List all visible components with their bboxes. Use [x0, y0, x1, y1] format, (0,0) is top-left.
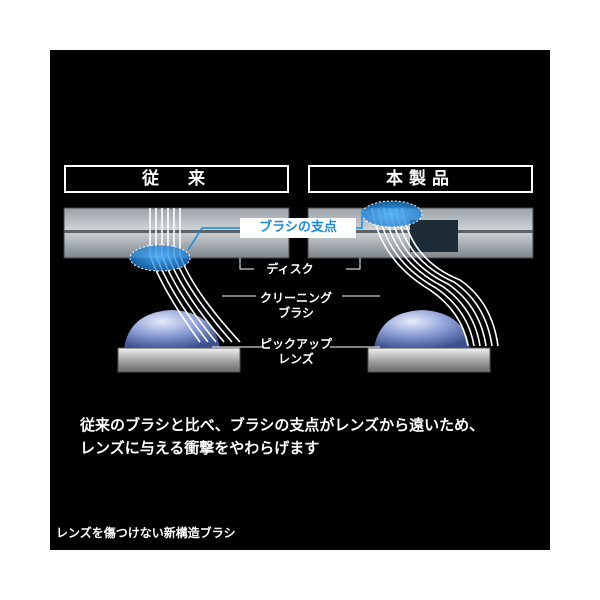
- disc-label-bracket: [239, 258, 361, 270]
- cleaning-brush-right: [371, 207, 499, 347]
- description-line1: 従来のブラシと比べ、ブラシの支点がレンズから遠いため、: [80, 416, 485, 434]
- pickup-lens-right: [367, 310, 491, 373]
- caption: レンズを傷つけない新構造ブラシ: [56, 526, 236, 540]
- pickup-lens-left: [117, 310, 241, 373]
- brush-structure-illustration: [63, 200, 534, 373]
- pivot-callout: ブラシの支点: [240, 218, 356, 238]
- lens-label-line1: ピックアップ: [259, 337, 332, 351]
- leader-lines: [212, 295, 380, 348]
- lens-label-line2: レンズ: [278, 352, 314, 366]
- diagram-panel: 従 来 本製品: [50, 50, 550, 550]
- disc-label: ディスク: [266, 262, 314, 276]
- description-line2: レンズに与える衝撃をやわらげます: [80, 439, 320, 457]
- brush-label-line2: ブラシ: [278, 306, 314, 320]
- callout-connectors: [187, 209, 370, 251]
- header-conventional: 従 来: [64, 165, 289, 193]
- brush-label-line1: クリーニング: [259, 291, 332, 305]
- lens-label: ピックアップ レンズ: [246, 337, 346, 367]
- header-product: 本製品: [308, 165, 533, 193]
- description: 従来のブラシと比べ、ブラシの支点がレンズから遠いため、 レンズに与える衝撃をやわ…: [80, 414, 540, 460]
- pivot-marker-right: [361, 200, 423, 228]
- brush-label: クリーニング ブラシ: [246, 291, 346, 321]
- pivot-marker-left: [129, 244, 191, 272]
